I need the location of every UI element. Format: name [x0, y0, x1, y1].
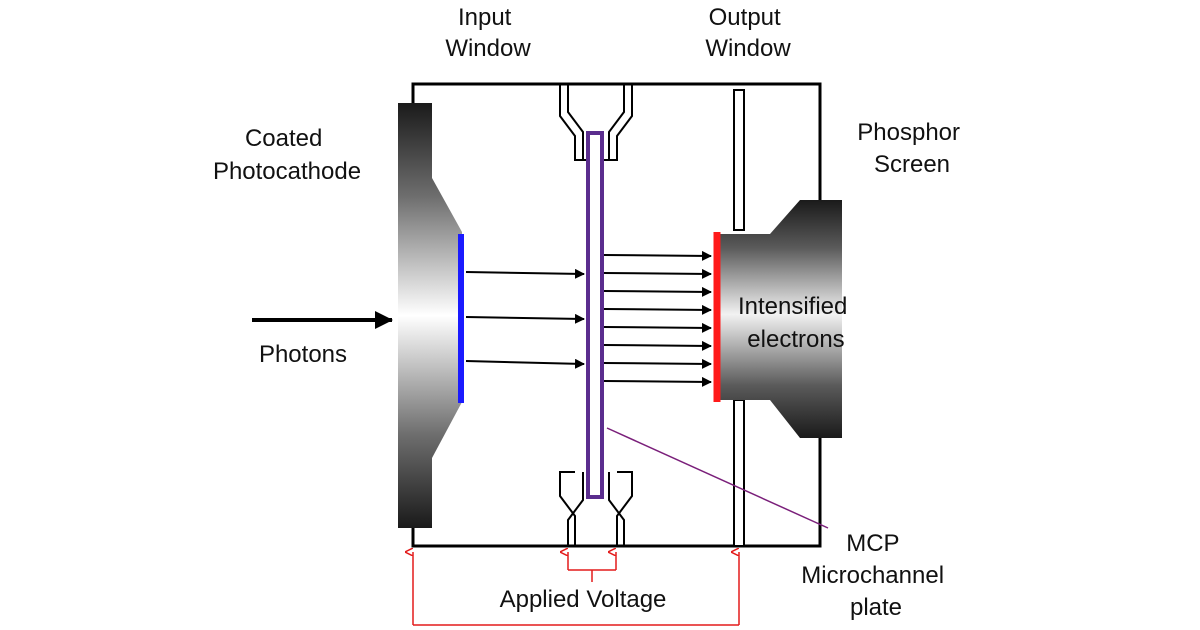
mcp-leader-line: [606, 427, 829, 529]
output-window-label: Output Window: [705, 4, 791, 62]
mcp-plate: [586, 131, 604, 499]
intensified-electron-arrows: [603, 250, 712, 387]
photoelectron-arrows: [465, 268, 585, 369]
input-window-bottom-clamp: [559, 471, 633, 546]
coated-photocathode-label: Coated Photocathode: [213, 125, 361, 185]
input-window-label: Input Window: [445, 4, 531, 62]
intensified-electrons-label: Intensified electrons: [738, 293, 854, 353]
phosphor-screen: [713, 200, 842, 438]
phosphor-screen-label: Phosphor Screen: [857, 119, 966, 178]
applied-voltage-lines: [413, 552, 740, 626]
photons-label: Photons: [259, 341, 347, 368]
applied-voltage-label: Applied Voltage: [500, 586, 667, 613]
coated-photocathode: [398, 103, 464, 528]
mcp-label: MCP Microchannel plate: [801, 530, 950, 621]
